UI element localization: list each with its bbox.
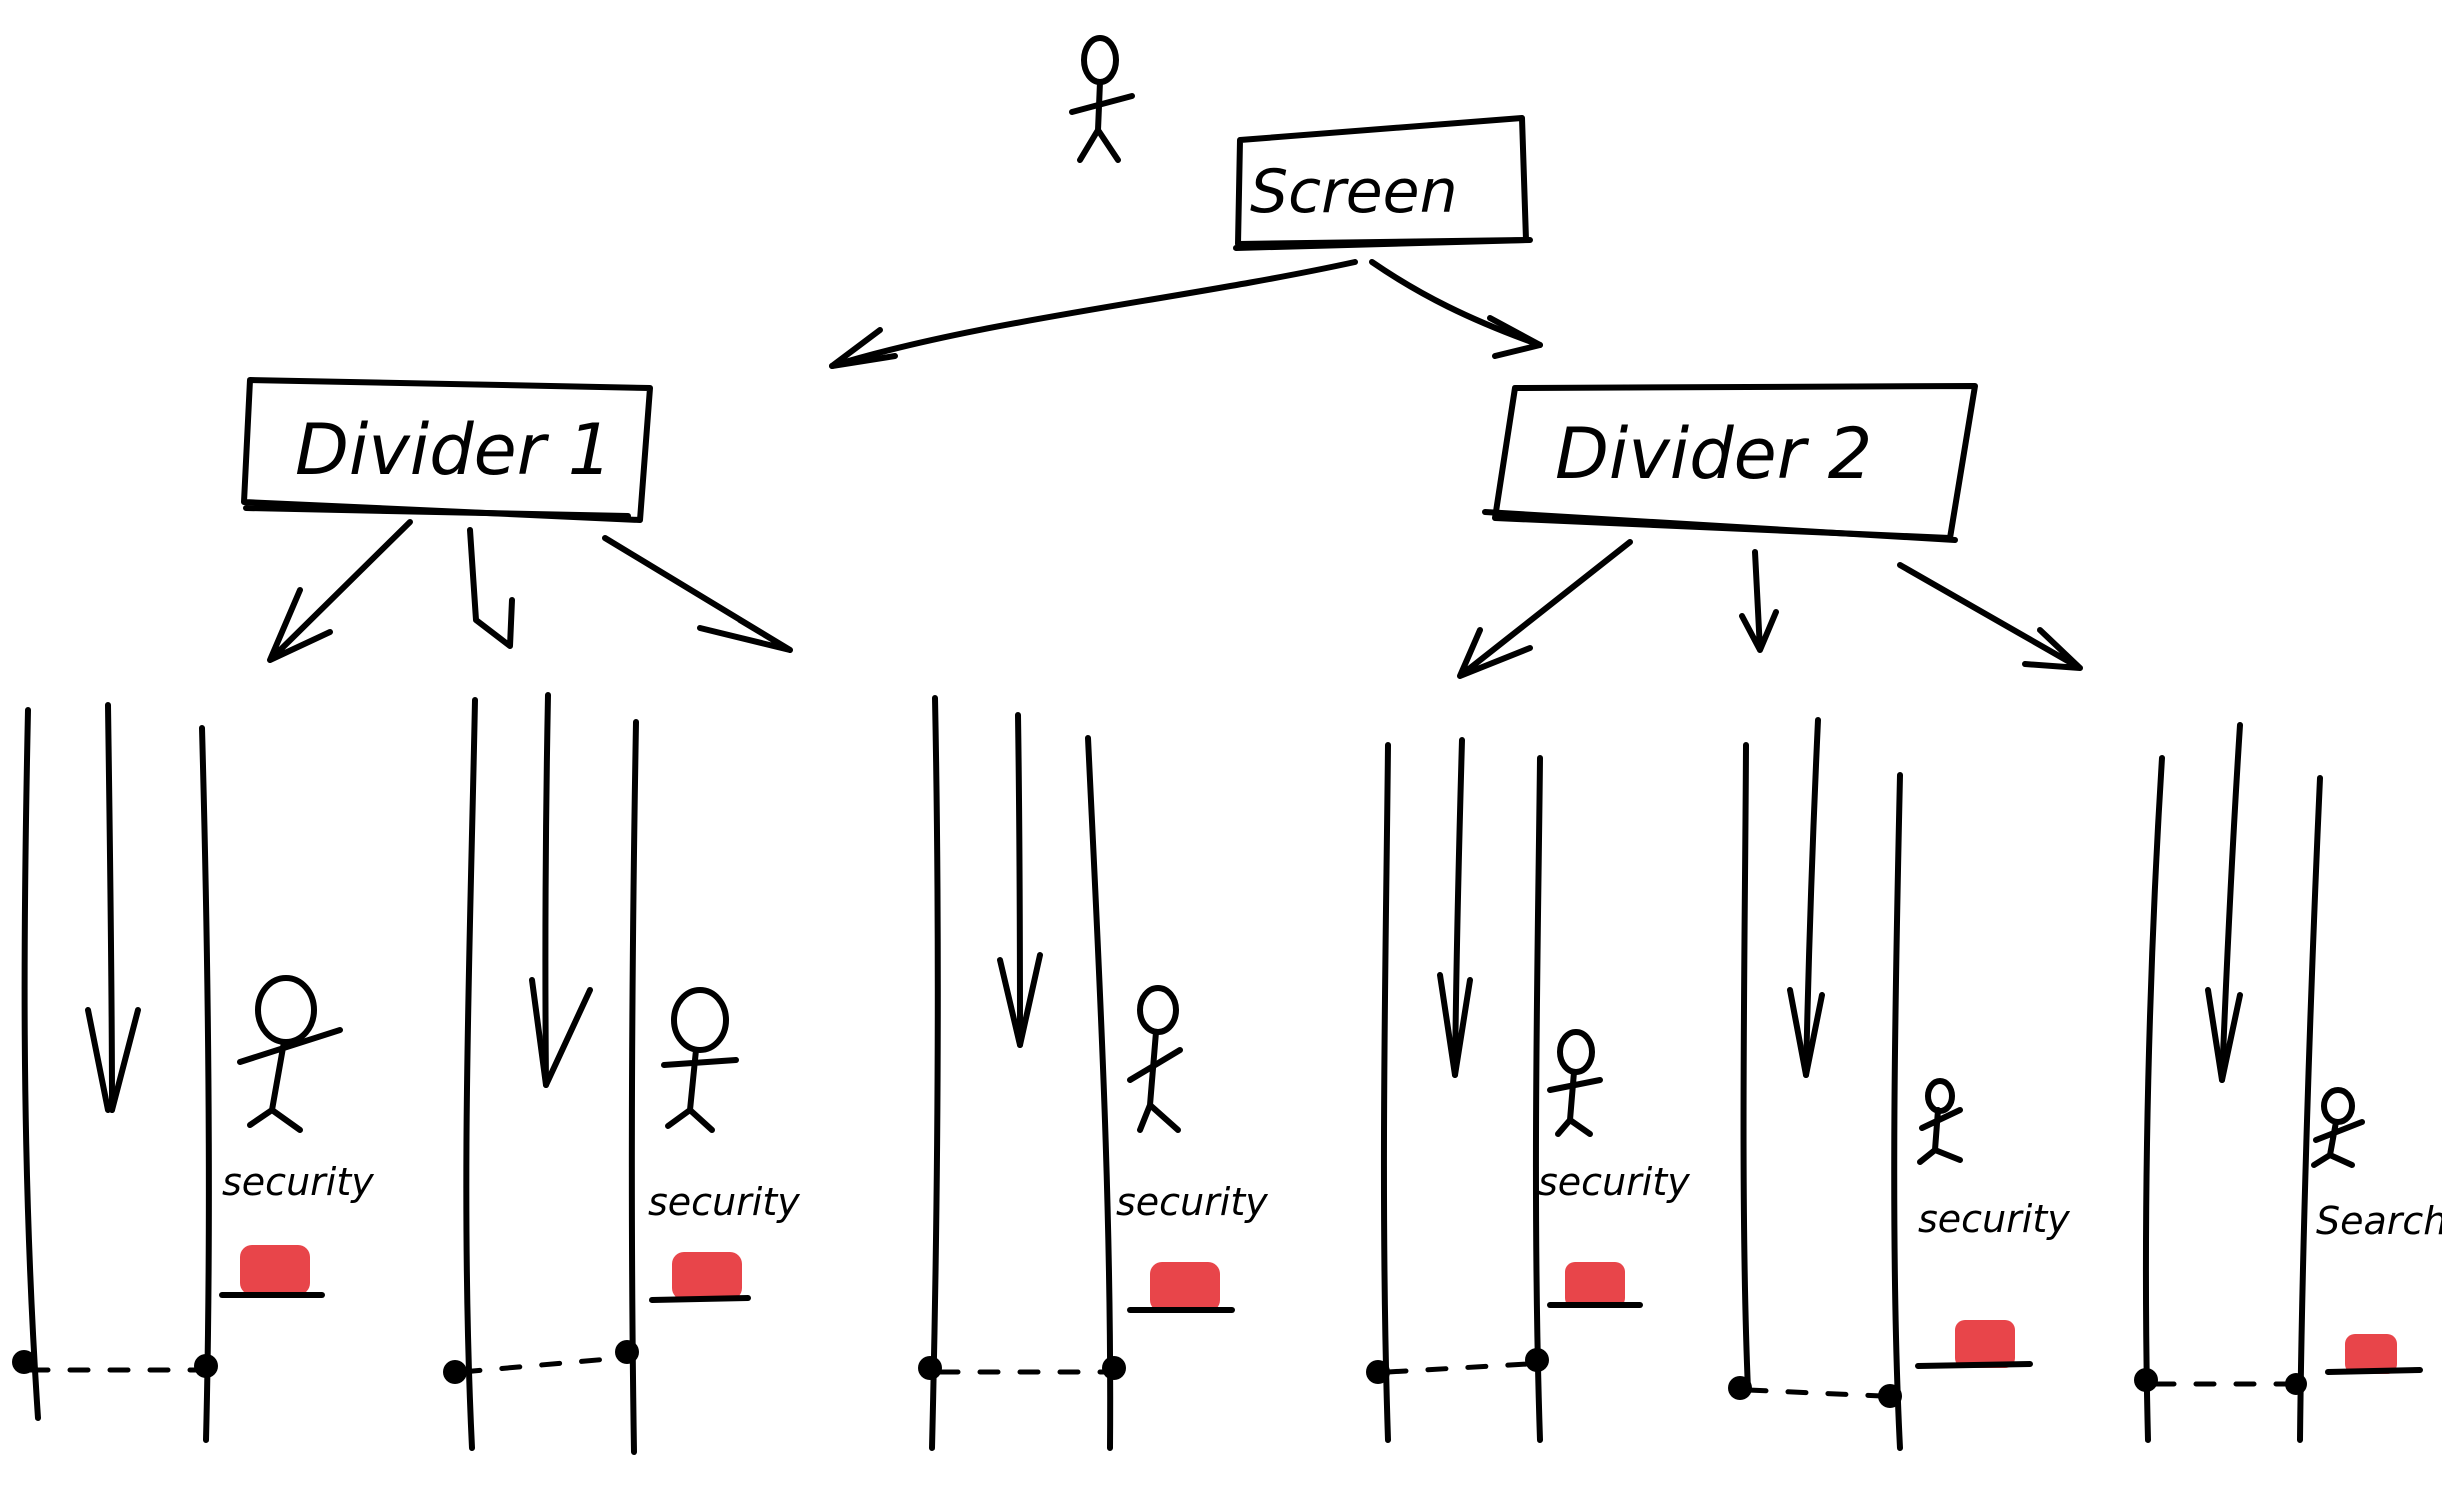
- alarm-button: [240, 1245, 310, 1295]
- divider-2-arrows: [1457, 539, 2083, 679]
- lane-3: security: [918, 695, 1268, 1451]
- alarm-button: [1565, 1262, 1625, 1308]
- lane-2: security: [443, 692, 800, 1455]
- alarm-button: [2345, 1334, 2397, 1374]
- lane-5: security: [1728, 717, 2070, 1451]
- divider-1-node: Divider 1: [241, 377, 653, 523]
- screen-label: Screen: [1250, 157, 1458, 227]
- lane-4: security: [1366, 737, 1690, 1443]
- security-guard-icon: [1917, 1078, 1963, 1165]
- lane-2-label: security: [648, 1180, 800, 1224]
- alarm-button: [1150, 1262, 1220, 1312]
- lane-1: security: [12, 702, 374, 1443]
- alarm-button: [672, 1252, 742, 1300]
- lane-6: Search: [2134, 722, 2442, 1443]
- divider-2-node: Divider 2: [1482, 383, 1978, 543]
- lane-4-label: security: [1538, 1160, 1690, 1204]
- security-guard-icon: [1127, 985, 1183, 1133]
- security-guard-icon: [237, 975, 343, 1133]
- security-guard-icon: [661, 987, 739, 1133]
- screen-arrows: [829, 259, 1543, 369]
- screen-node: Screen: [1233, 115, 1533, 251]
- alarm-button: [1955, 1320, 2015, 1368]
- divider-2-label: Divider 2: [1555, 413, 1872, 495]
- security-guard-icon: [2311, 1087, 2365, 1168]
- lane-6-label: Search: [2316, 1199, 2442, 1243]
- security-guard-icon: [1547, 1029, 1603, 1137]
- lane-5-label: security: [1918, 1197, 2070, 1241]
- lane-1-label: security: [222, 1160, 374, 1204]
- divider-1-label: Divider 1: [295, 409, 612, 491]
- divider-1-arrows: [267, 519, 793, 663]
- lane-3-label: security: [1116, 1180, 1268, 1224]
- person-icon: [1069, 35, 1135, 163]
